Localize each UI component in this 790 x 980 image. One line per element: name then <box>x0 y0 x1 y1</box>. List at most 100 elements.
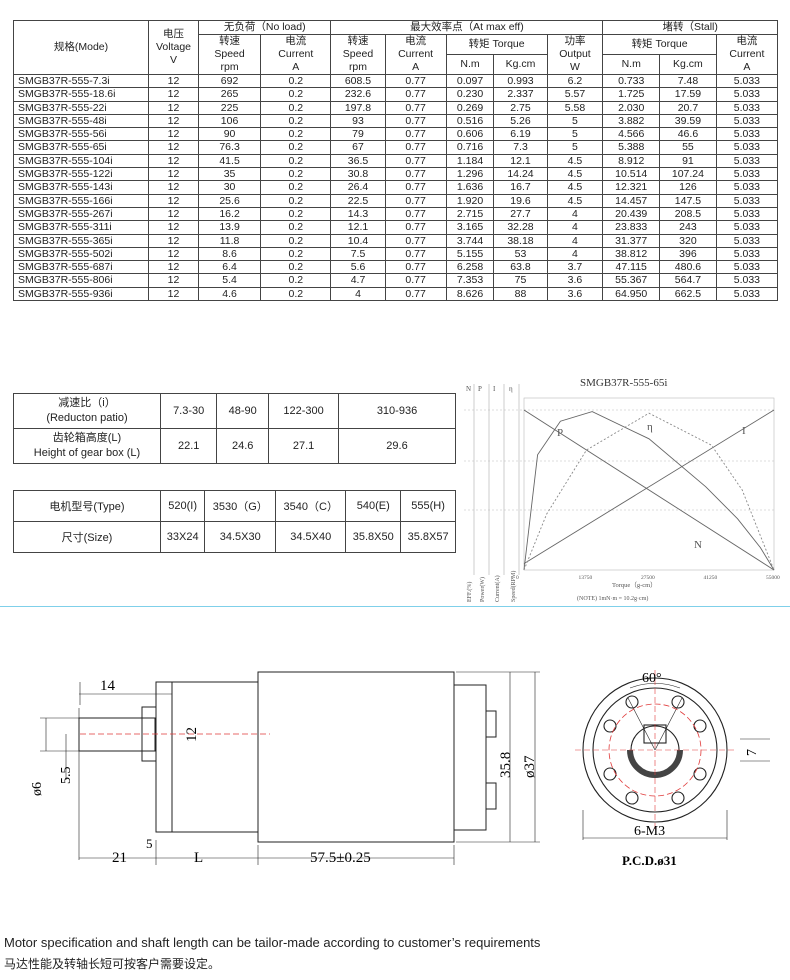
table-cell: 0.77 <box>384 73 447 89</box>
series-line-4 <box>523 412 775 571</box>
table-cell: 22.5 <box>330 193 386 208</box>
table-cell: 0.77 <box>384 113 447 129</box>
table-cell: 5.033 <box>715 206 779 222</box>
table-cell: 25.6 <box>197 193 262 208</box>
table-cell: 14.24 <box>493 167 548 182</box>
table-cell: 12 <box>148 153 199 169</box>
table-cell: 7.48 <box>659 73 717 89</box>
table-cell: 564.7 <box>659 273 717 288</box>
footer-english-note: Motor specification and shaft length can… <box>4 935 541 950</box>
table-cell: 0.097 <box>445 73 495 89</box>
table-cell: 19.6 <box>493 193 548 208</box>
table-cell: 46.6 <box>659 127 717 142</box>
table-cell: 3.7 <box>546 260 604 275</box>
table-cell: 5.033 <box>715 153 779 169</box>
model-cell: SMGB37R-555-65i <box>13 140 149 155</box>
table-cell: 10.4 <box>330 233 386 248</box>
table-cell: 35 <box>197 167 262 182</box>
table-cell: 5.58 <box>546 100 604 115</box>
table-cell: 692 <box>197 73 262 89</box>
size-cell: 34.5X40 <box>275 521 347 553</box>
gear-box <box>155 681 259 833</box>
model-cell: SMGB37R-555-104i <box>13 153 149 169</box>
col-label-n: N <box>466 385 471 393</box>
model-cell: SMGB37R-555-267i <box>13 206 149 222</box>
table-cell: 12.1 <box>330 220 386 235</box>
header-kgcm: Kg.cm <box>493 54 548 75</box>
table-cell: 5 <box>546 127 604 142</box>
type-cell: 555(H) <box>400 490 456 522</box>
table-cell: 5.033 <box>715 113 779 129</box>
table-cell: 8.912 <box>602 153 661 169</box>
table-cell: 4 <box>546 246 604 262</box>
table-cell: 5.033 <box>715 246 779 262</box>
ratio-cell: 48-90 <box>216 393 270 429</box>
series-line-1 <box>523 409 775 571</box>
table-cell: 107.24 <box>659 167 717 182</box>
table-cell: 0.993 <box>493 73 548 89</box>
table-cell: 126 <box>659 180 717 195</box>
x-tick-label: 41250 <box>704 575 718 581</box>
ratio-label: 减速比（i）(Reducton patio) <box>13 393 161 429</box>
ratio-cell: 310-936 <box>338 393 456 429</box>
table-cell: 79 <box>330 127 386 142</box>
table-cell: 16.2 <box>197 206 262 222</box>
table-cell: 662.5 <box>659 286 717 302</box>
table-cell: 12 <box>148 100 199 115</box>
header-kgcm: Kg.cm <box>659 54 717 75</box>
table-cell: 12 <box>148 286 199 302</box>
table-cell: 0.606 <box>445 127 495 142</box>
table-cell: 75 <box>493 273 548 288</box>
table-cell: 12 <box>148 260 199 275</box>
end-cap <box>453 684 487 831</box>
table-cell: 16.7 <box>493 180 548 195</box>
table-cell: 0.516 <box>445 113 495 129</box>
dim-57-5: 57.5±0.25 <box>310 850 371 866</box>
table-cell: 4.5 <box>546 167 604 182</box>
table-cell: 26.4 <box>330 180 386 195</box>
table-cell: 3.6 <box>546 286 604 302</box>
table-cell: 10.514 <box>602 167 661 182</box>
table-cell: 76.3 <box>197 140 262 155</box>
table-cell: 5.033 <box>715 220 779 235</box>
table-cell: 7.353 <box>445 273 495 288</box>
table-cell: 4.566 <box>602 127 661 142</box>
model-cell: SMGB37R-555-166i <box>13 193 149 208</box>
table-cell: 2.715 <box>445 206 495 222</box>
table-cell: 208.5 <box>659 206 717 222</box>
table-cell: 55.367 <box>602 273 661 288</box>
table-cell: 7.3 <box>493 140 548 155</box>
table-cell: 12 <box>148 127 199 142</box>
table-cell: 2.337 <box>493 87 548 102</box>
angle-60: 60° <box>642 671 662 686</box>
table-cell: 320 <box>659 233 717 248</box>
table-cell: 0.2 <box>260 193 332 208</box>
model-cell: SMGB37R-555-806i <box>13 273 149 288</box>
dim-6-m3: 6-M3 <box>634 824 665 839</box>
table-cell: 0.2 <box>260 246 332 262</box>
table-cell: 4 <box>546 233 604 248</box>
dim-l: L <box>194 850 203 866</box>
table-cell: 41.5 <box>197 153 262 169</box>
table-cell: 0.2 <box>260 220 332 235</box>
table-cell: 12 <box>148 246 199 262</box>
header-nm: N.m <box>602 54 661 75</box>
table-cell: 5.033 <box>715 100 779 115</box>
table-cell: 64.950 <box>602 286 661 302</box>
header-nm: N.m <box>445 54 495 75</box>
table-cell: 0.2 <box>260 233 332 248</box>
header-torque: 转矩 Torque <box>445 34 548 55</box>
y-label-power: Power(W) <box>479 577 486 602</box>
footer-chinese-note: 马达性能及转轴长短可按客户需要设定。 <box>4 957 221 971</box>
x-tick-label: 27500 <box>641 575 655 581</box>
